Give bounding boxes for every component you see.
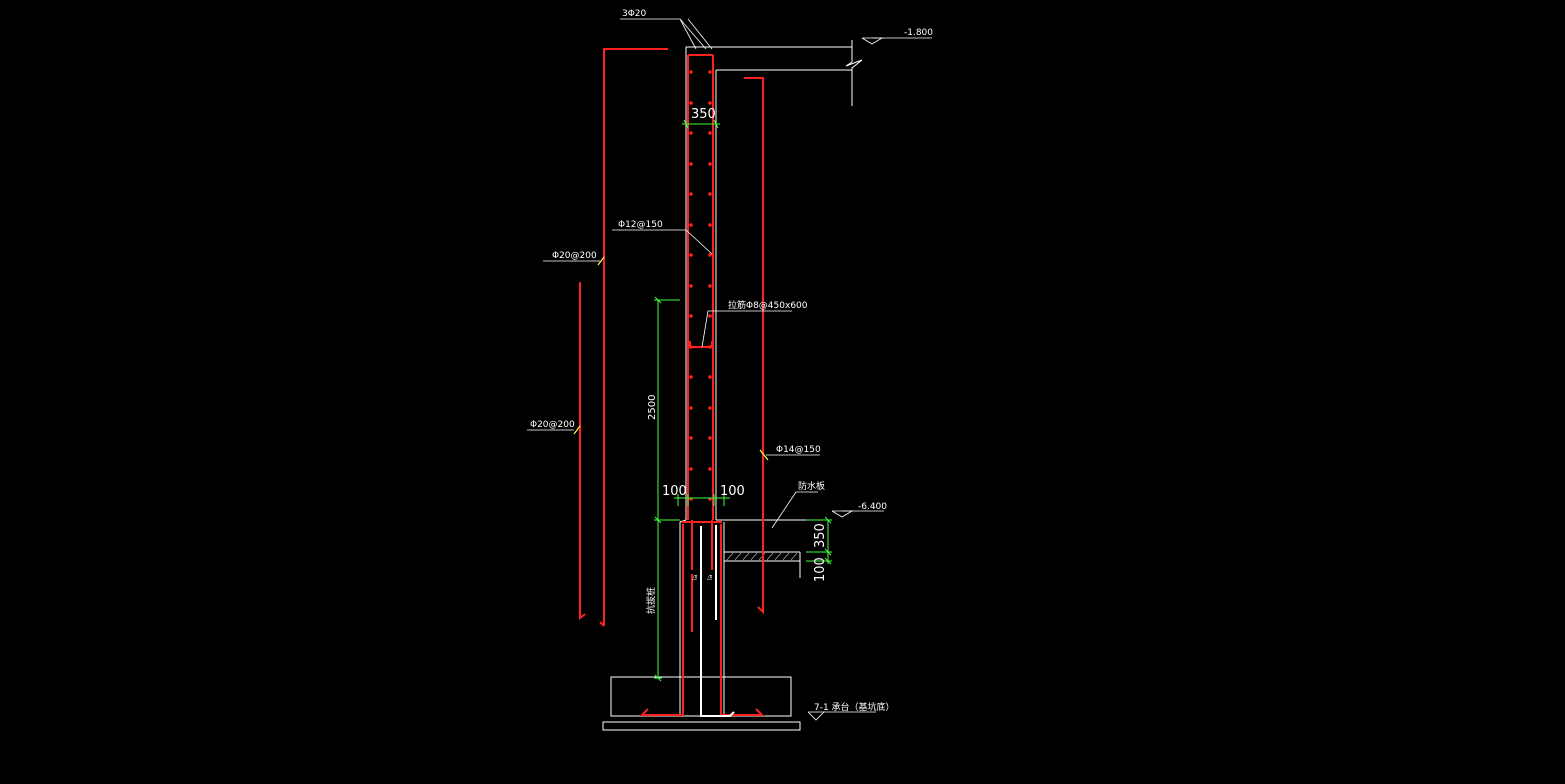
rebar bbox=[579, 48, 765, 716]
rebar-dot bbox=[708, 284, 712, 288]
rebar-dot bbox=[689, 253, 693, 257]
embed-length-label: 抗拔桩 bbox=[645, 587, 657, 614]
right-offset-label: 100 bbox=[720, 484, 745, 499]
rebar-dot bbox=[689, 314, 693, 318]
rebar-dot bbox=[708, 131, 712, 135]
rebar-dot bbox=[689, 284, 693, 288]
rebar-dot bbox=[689, 101, 693, 105]
left-offset-label: 100 bbox=[662, 484, 687, 499]
wall-thickness-label: 350 bbox=[691, 107, 716, 122]
rebar-dot bbox=[708, 375, 712, 379]
rebar-dot bbox=[689, 345, 693, 349]
rebar-dot bbox=[689, 162, 693, 166]
rebar-dot bbox=[708, 467, 712, 471]
foundation-note-label: 7-1 承台（基坑底） bbox=[814, 701, 895, 713]
rebar-dot bbox=[708, 192, 712, 196]
rebar-dot bbox=[689, 223, 693, 227]
rebar-dot bbox=[689, 70, 693, 74]
rebar-dot bbox=[708, 70, 712, 74]
rebar-dot bbox=[689, 375, 693, 379]
la-left-label: la bbox=[692, 574, 699, 580]
tie-bar-label: 拉筋Φ8@450x600 bbox=[728, 299, 808, 311]
rebar-dots bbox=[689, 70, 712, 501]
rebar-dot bbox=[708, 101, 712, 105]
height-dim-label: 2500 bbox=[647, 395, 658, 420]
rebar-dot bbox=[689, 192, 693, 196]
elevation-marker-icon bbox=[807, 37, 932, 721]
dimensions bbox=[654, 119, 832, 682]
lower-bar-label: Φ20@200 bbox=[530, 420, 575, 430]
rebar-dot bbox=[708, 345, 712, 349]
rebar-dot bbox=[689, 436, 693, 440]
level-base-label: -6.400 bbox=[858, 502, 887, 512]
cushion-hatch bbox=[726, 552, 798, 561]
rebar-dot bbox=[708, 314, 712, 318]
rebar-dot bbox=[689, 406, 693, 410]
stirrup-label: Φ12@150 bbox=[618, 220, 663, 230]
rebar-dot bbox=[708, 223, 712, 227]
rebar-dot bbox=[689, 131, 693, 135]
rebar-dot bbox=[689, 467, 693, 471]
rebar-dot bbox=[708, 253, 712, 257]
concrete-outline bbox=[602, 40, 863, 731]
rebar-dot bbox=[708, 406, 712, 410]
la-right-label: la bbox=[707, 574, 714, 580]
waterproof-label: 防水板 bbox=[798, 480, 825, 492]
level-top-label: -1.800 bbox=[904, 28, 933, 38]
slab-thickness-label: 350 bbox=[813, 523, 828, 548]
rebar-dot bbox=[708, 162, 712, 166]
cushion-thickness-label: 100 bbox=[813, 557, 828, 582]
section-break-icon bbox=[845, 40, 863, 106]
pile-inner-bar bbox=[700, 525, 735, 717]
top-bars-label: 3Φ20 bbox=[622, 9, 647, 19]
inner-face-bar-label: Φ14@150 bbox=[776, 445, 821, 455]
leaders bbox=[527, 18, 876, 713]
rebar-dot bbox=[708, 436, 712, 440]
outer-bar-label: Φ20@200 bbox=[552, 251, 597, 261]
